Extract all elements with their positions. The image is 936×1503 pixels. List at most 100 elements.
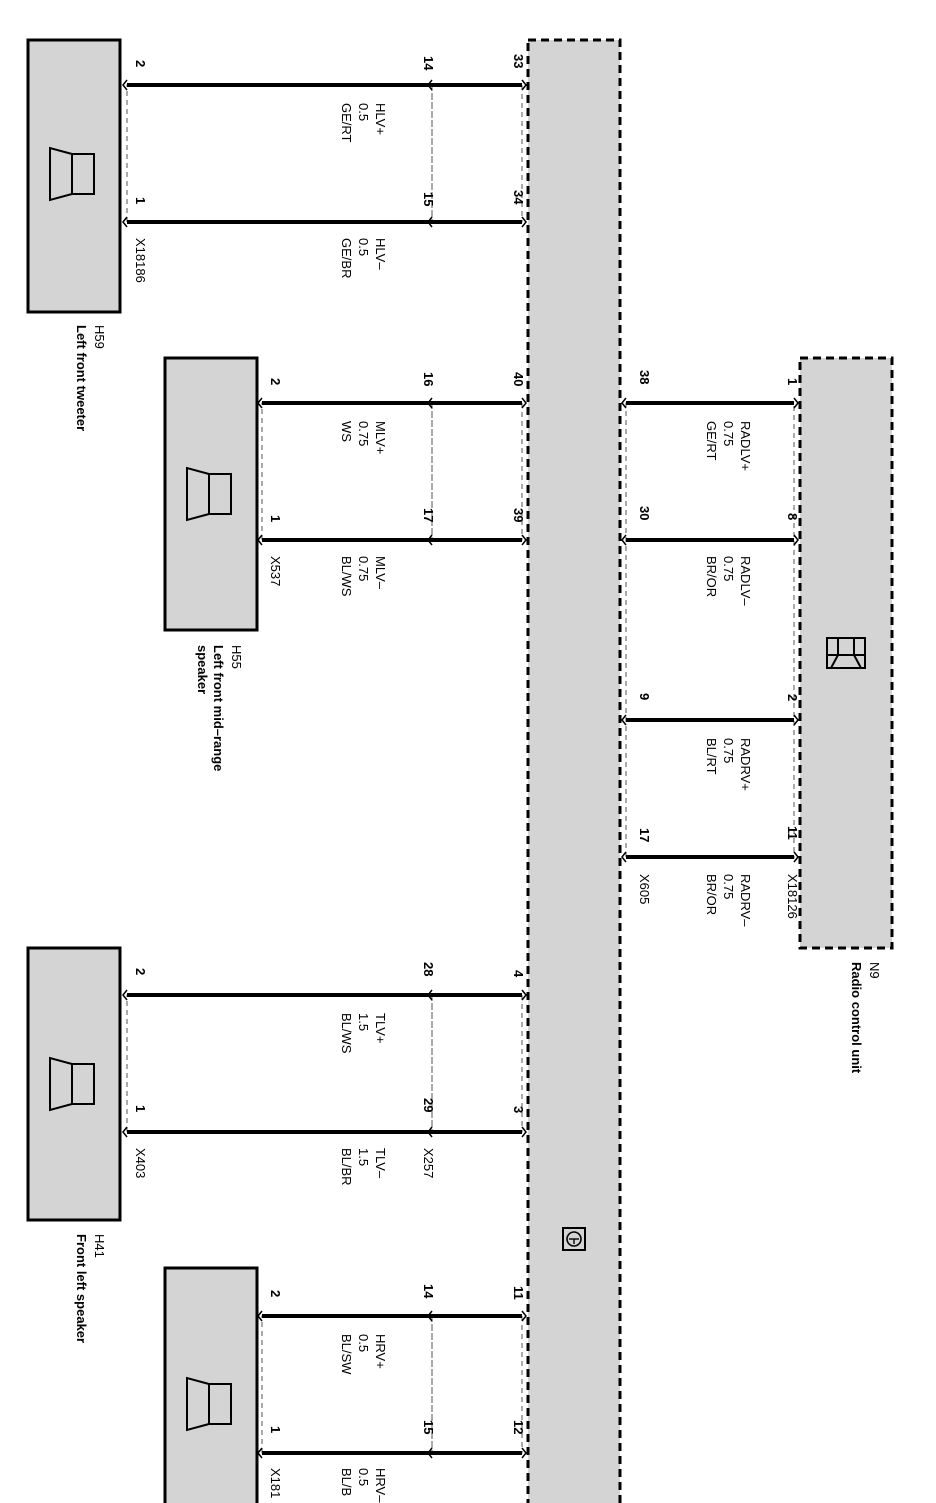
wire-hlv-minus-signal: HLV–	[373, 238, 388, 270]
wire-tlv-plus-signal: TLV+	[373, 1013, 388, 1043]
wire-tlv-minus-size: 1.5	[356, 1148, 371, 1166]
pin-mid-15: 15	[421, 192, 436, 206]
pin-bus-33: 33	[511, 54, 526, 68]
speaker-icon	[49, 1056, 95, 1112]
pin-mid-28: 28	[421, 962, 436, 976]
wire-hlv-minus-size: 0.5	[356, 238, 371, 256]
connector-ticks	[122, 79, 799, 1459]
wire-radlv-minus-size: 0.75	[721, 556, 736, 581]
wire-mlv-plus-size: 0.75	[356, 421, 371, 446]
wire-tlv-plus-size: 1.5	[356, 1013, 371, 1031]
wire-radlv-plus-color: GE/RT	[704, 421, 719, 461]
connector-x18126: X18126	[785, 874, 800, 919]
pin-radio-8: 8	[785, 513, 800, 520]
pin-h41-1: 1	[133, 1105, 148, 1112]
component-name-h41: Front left speaker	[74, 1234, 89, 1343]
wire-mlv-minus-color: BL/WS	[339, 556, 354, 597]
pin-radio-11: 11	[785, 826, 800, 840]
wire-radrv-minus-signal: RADRV–	[738, 874, 753, 927]
pin-h59-1: 1	[133, 197, 148, 204]
wire-hlv-plus-size: 0.5	[356, 103, 371, 121]
speaker-icon	[186, 1376, 232, 1432]
pin-h55-1: 1	[268, 515, 283, 522]
wire-hrv-minus-size: 0.5	[356, 1468, 371, 1486]
pin-radio-1: 1	[785, 378, 800, 385]
wire-hrv-plus-color: BL/SW	[339, 1334, 354, 1375]
speaker-icon	[186, 466, 232, 522]
pin-bus-38: 38	[637, 370, 652, 384]
component-name-h55-line1: Left front mid–range	[211, 645, 226, 771]
wire-radlv-plus-signal: RADLV+	[738, 421, 753, 471]
wire-radrv-minus-color: BR/OR	[704, 874, 719, 915]
wire-hlv-plus-color: GE/RT	[339, 103, 354, 143]
pin-bus-9: 9	[637, 693, 652, 700]
pin-mid-14: 14	[421, 56, 436, 71]
speaker-h55-box	[163, 356, 259, 632]
speaker-icon	[826, 637, 866, 669]
connector-outlines	[126, 84, 795, 1454]
wire-radlv-minus-color: BR/OR	[704, 556, 719, 597]
pin-bus-30: 30	[637, 506, 652, 520]
wire-tlv-plus-color: BL/WS	[339, 1013, 354, 1054]
main-harness-bus	[526, 38, 622, 1503]
component-id-n9: N9	[867, 962, 882, 979]
pin-h55-2: 2	[268, 378, 283, 385]
wire-mlv-plus-signal: MLV+	[373, 421, 388, 454]
wire-hlv-minus-color: GE/BR	[339, 238, 354, 278]
wire-mlv-plus-color: WS	[339, 421, 354, 442]
wire-radrv-plus-size: 0.75	[721, 738, 736, 763]
pin-h41-2: 2	[133, 968, 148, 975]
pin-bus-11: 11	[511, 1286, 526, 1300]
wire-radrv-minus-size: 0.75	[721, 874, 736, 899]
pin-mid-14b: 14	[421, 1284, 436, 1299]
wire-radrv-plus-signal: RADRV+	[738, 738, 753, 791]
connector-x181: X181	[268, 1468, 283, 1498]
pin-h59-2: 2	[133, 60, 148, 67]
pin-bus-39: 39	[511, 508, 526, 522]
wire-hrv-minus-color: BL/B	[339, 1468, 354, 1496]
component-name-n9: Radio control unit	[849, 962, 864, 1074]
wire-mlv-minus-signal: MLV–	[373, 556, 388, 590]
pin-bus-3: 3	[511, 1106, 526, 1113]
wire-radrv-plus-color: BL/RT	[704, 738, 719, 775]
speaker-rear-box	[163, 1266, 259, 1503]
wire-hrv-minus-signal: HRV–	[373, 1468, 388, 1503]
pin-bus-4: 4	[511, 970, 526, 978]
radio-control-unit	[798, 356, 894, 950]
wire-hrv-plus-signal: HRV+	[373, 1334, 388, 1369]
pin-mid-16: 16	[421, 372, 436, 386]
connector-x537: X537	[268, 556, 283, 586]
pin-bus-12: 12	[511, 1420, 526, 1434]
pin-mid-17: 17	[421, 508, 436, 522]
wire-tlv-minus-color: BL/BR	[339, 1148, 354, 1186]
wire-radlv-minus-signal: RADLV–	[738, 556, 753, 606]
component-id-h55: H55	[229, 645, 244, 669]
pin-mid-15b: 15	[421, 1420, 436, 1434]
connector-x257: X257	[421, 1148, 436, 1178]
pin-rear-2: 2	[268, 1290, 283, 1297]
ground-symbol-icon	[562, 1227, 586, 1251]
wire-hlv-plus-signal: HLV+	[373, 103, 388, 135]
connector-x18186: X18186	[133, 238, 148, 283]
speaker-icon	[49, 146, 95, 202]
component-id-h41: H41	[92, 1234, 107, 1258]
wires	[127, 83, 794, 1455]
connector-x403: X403	[133, 1148, 148, 1178]
component-name-h55-line2: speaker	[195, 645, 210, 694]
wire-hrv-plus-size: 0.5	[356, 1334, 371, 1352]
speaker-h59-box	[26, 38, 122, 314]
component-name-h59: Left front tweeter	[74, 325, 89, 431]
connector-x605: X605	[637, 874, 652, 904]
wire-radlv-plus-size: 0.75	[721, 421, 736, 446]
wire-mlv-minus-size: 0.75	[356, 556, 371, 581]
pin-radio-2: 2	[785, 694, 800, 701]
speaker-h41-box	[26, 946, 122, 1222]
pin-rear-1: 1	[268, 1426, 283, 1433]
pin-bus-40: 40	[511, 372, 526, 386]
pin-bus-17: 17	[637, 828, 652, 842]
pin-mid-29: 29	[421, 1098, 436, 1112]
pin-bus-34: 34	[511, 190, 526, 205]
wire-tlv-minus-signal: TLV–	[373, 1148, 388, 1179]
component-id-h59: H59	[92, 325, 107, 349]
